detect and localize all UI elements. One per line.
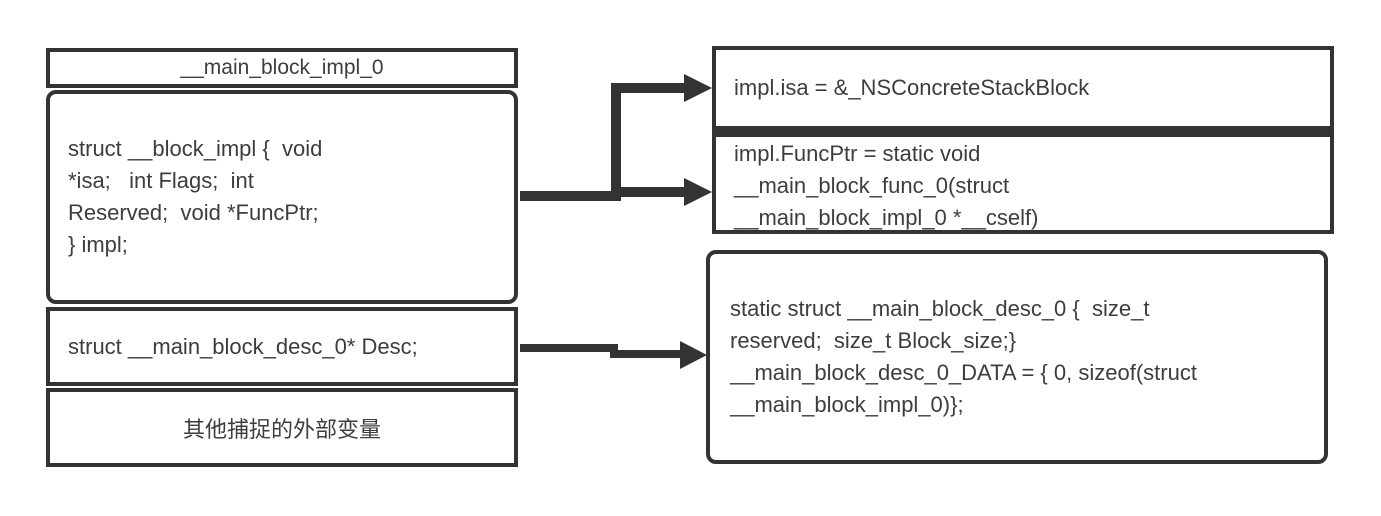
arrow-to-funcptr-head-icon: [684, 178, 712, 206]
impl-struct-line: Reserved; void *FuncPtr;: [68, 200, 319, 225]
desc-data-box: static struct __main_block_desc_0 { size…: [706, 250, 1328, 464]
desc-pointer-box: struct __main_block_desc_0* Desc;: [46, 307, 518, 386]
impl-struct-line: *isa; int Flags; int: [68, 168, 254, 193]
desc-pointer-text: struct __main_block_desc_0* Desc;: [68, 333, 418, 359]
desc-data-line: static struct __main_block_desc_0 { size…: [730, 296, 1150, 321]
desc-data-line: __main_block_impl_0)};: [730, 392, 964, 417]
desc-data-line: reserved; size_t Block_size;}: [730, 328, 1017, 353]
desc-data-line: __main_block_desc_0_DATA = { 0, sizeof(s…: [730, 360, 1197, 385]
funcptr-line: __main_block_impl_0 *__cself): [734, 205, 1039, 230]
impl-struct-line: struct __block_impl { void: [68, 136, 323, 161]
arrow-impl-fork-line: [520, 83, 686, 201]
funcptr-line: impl.FuncPtr = static void: [734, 141, 981, 166]
captured-variables-box: 其他捕捉的外部变量: [46, 388, 518, 467]
arrow-to-isa-head-icon: [684, 74, 712, 102]
impl-struct-line: } impl;: [68, 232, 128, 257]
isa-funcptr-divider: [716, 126, 1330, 137]
arrow-desc-line: [520, 344, 680, 358]
captured-variables-text: 其他捕捉的外部变量: [182, 416, 381, 442]
block-impl-struct-box: struct __block_impl { void *isa; int Fla…: [46, 90, 518, 304]
isa-assignment-cell: impl.isa = &_NSConcreteStackBlock: [716, 50, 1330, 126]
funcptr-assignment-cell: impl.FuncPtr = static void __main_block_…: [716, 137, 1330, 230]
isa-funcptr-box: impl.isa = &_NSConcreteStackBlock impl.F…: [712, 46, 1334, 234]
main-block-impl-title: __main_block_impl_0: [180, 56, 384, 79]
main-block-impl-title-box: __main_block_impl_0: [46, 48, 518, 88]
funcptr-line: __main_block_func_0(struct: [734, 173, 1010, 198]
arrow-to-desc-data-head-icon: [680, 341, 707, 369]
isa-assignment-text: impl.isa = &_NSConcreteStackBlock: [734, 75, 1090, 100]
